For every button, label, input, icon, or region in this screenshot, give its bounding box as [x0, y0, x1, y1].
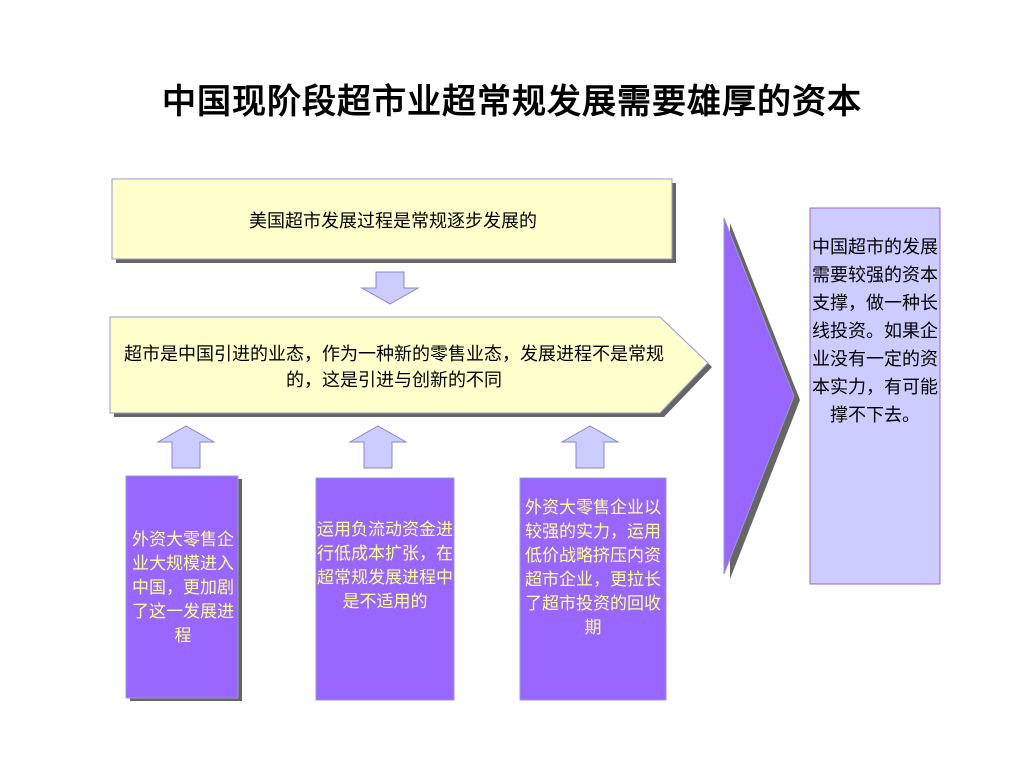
top-box-text: 美国超市发展过程是常规逐步发展的 [249, 211, 537, 232]
top-box [111, 178, 673, 260]
column-3-text: 外资大零售企业以较强的实力，运用低价战略挤压内资超市企业，更拉长了超市投资的回收… [525, 498, 661, 638]
up-arrow-3 [560, 425, 620, 469]
column-3-box [519, 477, 667, 701]
conclusion-text: 中国超市的发展需要较强的资本支撑，做一种长线投资。如果企业没有一定的资本实力，有… [812, 237, 938, 426]
middle-box [109, 316, 709, 414]
column-2-text: 运用负流动资金进行低成本扩张，在超常规发展进程中是不适用的 [317, 520, 453, 612]
column-2-box [315, 477, 455, 701]
column-1-text: 外资大零售企业大规模进入中国，更加剧了这一发展进程 [132, 530, 234, 646]
column-1-box [125, 475, 239, 699]
down-arrow [360, 271, 420, 305]
middle-box-text: 超市是中国引进的业态，作为一种新的零售业态，发展进程不是常规的，这是引进与创新的… [124, 344, 664, 391]
chevron-arrow [723, 217, 795, 575]
up-arrow-1 [156, 425, 216, 469]
page-title: 中国现阶段超市业超常规发展需要雄厚的资本 [162, 82, 862, 122]
up-arrow-2 [348, 425, 408, 469]
conclusion-box [809, 207, 941, 585]
